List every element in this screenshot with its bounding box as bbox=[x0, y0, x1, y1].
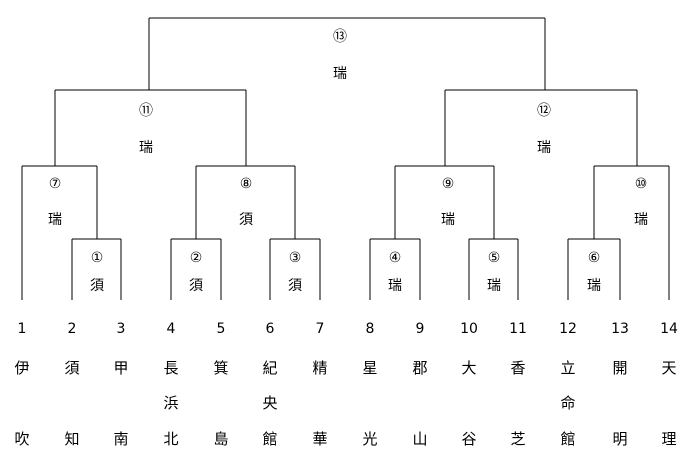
entrant-name-6-char-1: 紀 bbox=[262, 359, 277, 377]
match-label-m8: ⑧ bbox=[240, 176, 253, 192]
match-winner-m4: 瑞 bbox=[388, 278, 402, 294]
match-winner-m9: 瑞 bbox=[441, 212, 455, 228]
entrant-seed-5: 5 bbox=[217, 321, 226, 337]
entrant-name-3-char-3: 南 bbox=[113, 430, 128, 448]
match-winner-m3: 須 bbox=[288, 278, 302, 294]
entrant-name-8-char-1: 星 bbox=[362, 359, 377, 377]
entrant-name-2-char-1: 須 bbox=[64, 359, 79, 377]
entrant-seed-10: 10 bbox=[460, 321, 478, 337]
entrant-name-10-char-3: 谷 bbox=[461, 430, 476, 448]
match-label-m3: ③ bbox=[289, 250, 302, 266]
match-winner-m7: 瑞 bbox=[48, 212, 62, 228]
match-winner-m2: 須 bbox=[189, 278, 203, 294]
match-winner-m10: 瑞 bbox=[634, 212, 648, 228]
entrant-name-4-char-1: 長 bbox=[163, 359, 178, 377]
entrant-name-12-char-3: 館 bbox=[560, 430, 575, 448]
entrant-name-6-char-3: 館 bbox=[262, 430, 277, 448]
entrant-name-12-char-2: 命 bbox=[560, 394, 575, 412]
match-label-m4: ④ bbox=[389, 250, 402, 266]
entrant-name-13-char-1: 開 bbox=[612, 359, 627, 377]
entrant-seed-3: 3 bbox=[117, 321, 126, 337]
entrant-seed-1: 1 bbox=[18, 321, 27, 337]
entrant-seed-7: 7 bbox=[316, 321, 325, 337]
match-label-m9: ⑨ bbox=[442, 176, 455, 192]
entrant-name-3-char-1: 甲 bbox=[113, 359, 128, 377]
entrant-name-7-char-1: 精 bbox=[312, 359, 327, 377]
match-winner-m11: 瑞 bbox=[139, 140, 153, 156]
match-winner-m1: 須 bbox=[90, 278, 104, 294]
match-label-m12: ⑫ bbox=[537, 103, 551, 119]
match-label-m1: ① bbox=[91, 250, 104, 266]
entrant-name-10-char-1: 大 bbox=[461, 359, 476, 377]
match-label-m7: ⑦ bbox=[49, 176, 62, 192]
entrant-seed-9: 9 bbox=[416, 321, 425, 337]
match-label-m2: ② bbox=[190, 250, 203, 266]
entrant-name-5-char-3: 島 bbox=[213, 430, 228, 448]
entrant-name-14-char-1: 天 bbox=[661, 359, 676, 377]
entrant-name-9-char-1: 郡 bbox=[412, 359, 427, 377]
entrant-name-14-char-3: 理 bbox=[661, 430, 676, 448]
entrant-seed-8: 8 bbox=[366, 321, 375, 337]
entrant-name-4-char-3: 北 bbox=[163, 430, 178, 448]
match-winner-m5: 瑞 bbox=[487, 278, 501, 294]
match-label-m6: ⑥ bbox=[588, 250, 601, 266]
entrant-seed-12: 12 bbox=[559, 321, 577, 337]
match-winner-m8: 須 bbox=[239, 212, 253, 228]
match-label-m13: ⑬ bbox=[333, 29, 347, 45]
entrant-name-7-char-3: 華 bbox=[312, 430, 327, 448]
entrant-name-6-char-2: 央 bbox=[262, 394, 277, 412]
entrant-seed-13: 13 bbox=[611, 321, 629, 337]
match-label-m10: ⑩ bbox=[635, 176, 648, 192]
match-winner-m6: 瑞 bbox=[587, 278, 601, 294]
entrant-name-4-char-2: 浜 bbox=[163, 394, 178, 412]
entrant-name-2-char-3: 知 bbox=[64, 430, 79, 448]
entrant-name-13-char-3: 明 bbox=[612, 430, 627, 448]
entrant-name-9-char-3: 山 bbox=[412, 430, 427, 448]
entrant-seed-11: 11 bbox=[509, 321, 527, 337]
entrant-name-12-char-1: 立 bbox=[560, 359, 575, 377]
match-winner-m13: 瑞 bbox=[333, 66, 347, 82]
entrant-name-1-char-3: 吹 bbox=[14, 430, 29, 448]
entrant-name-8-char-3: 光 bbox=[362, 430, 377, 448]
match-label-m5: ⑤ bbox=[488, 250, 501, 266]
match-label-m11: ⑪ bbox=[139, 103, 153, 119]
entrant-name-5-char-1: 箕 bbox=[213, 359, 228, 377]
entrant-seed-6: 6 bbox=[266, 321, 275, 337]
entrant-name-11-char-1: 香 bbox=[510, 359, 525, 377]
entrant-seed-14: 14 bbox=[660, 321, 678, 337]
entrant-seed-2: 2 bbox=[68, 321, 77, 337]
match-winner-m12: 瑞 bbox=[537, 140, 551, 156]
entrant-name-11-char-3: 芝 bbox=[510, 430, 525, 448]
entrant-seed-4: 4 bbox=[167, 321, 176, 337]
entrant-name-1-char-1: 伊 bbox=[14, 359, 29, 377]
